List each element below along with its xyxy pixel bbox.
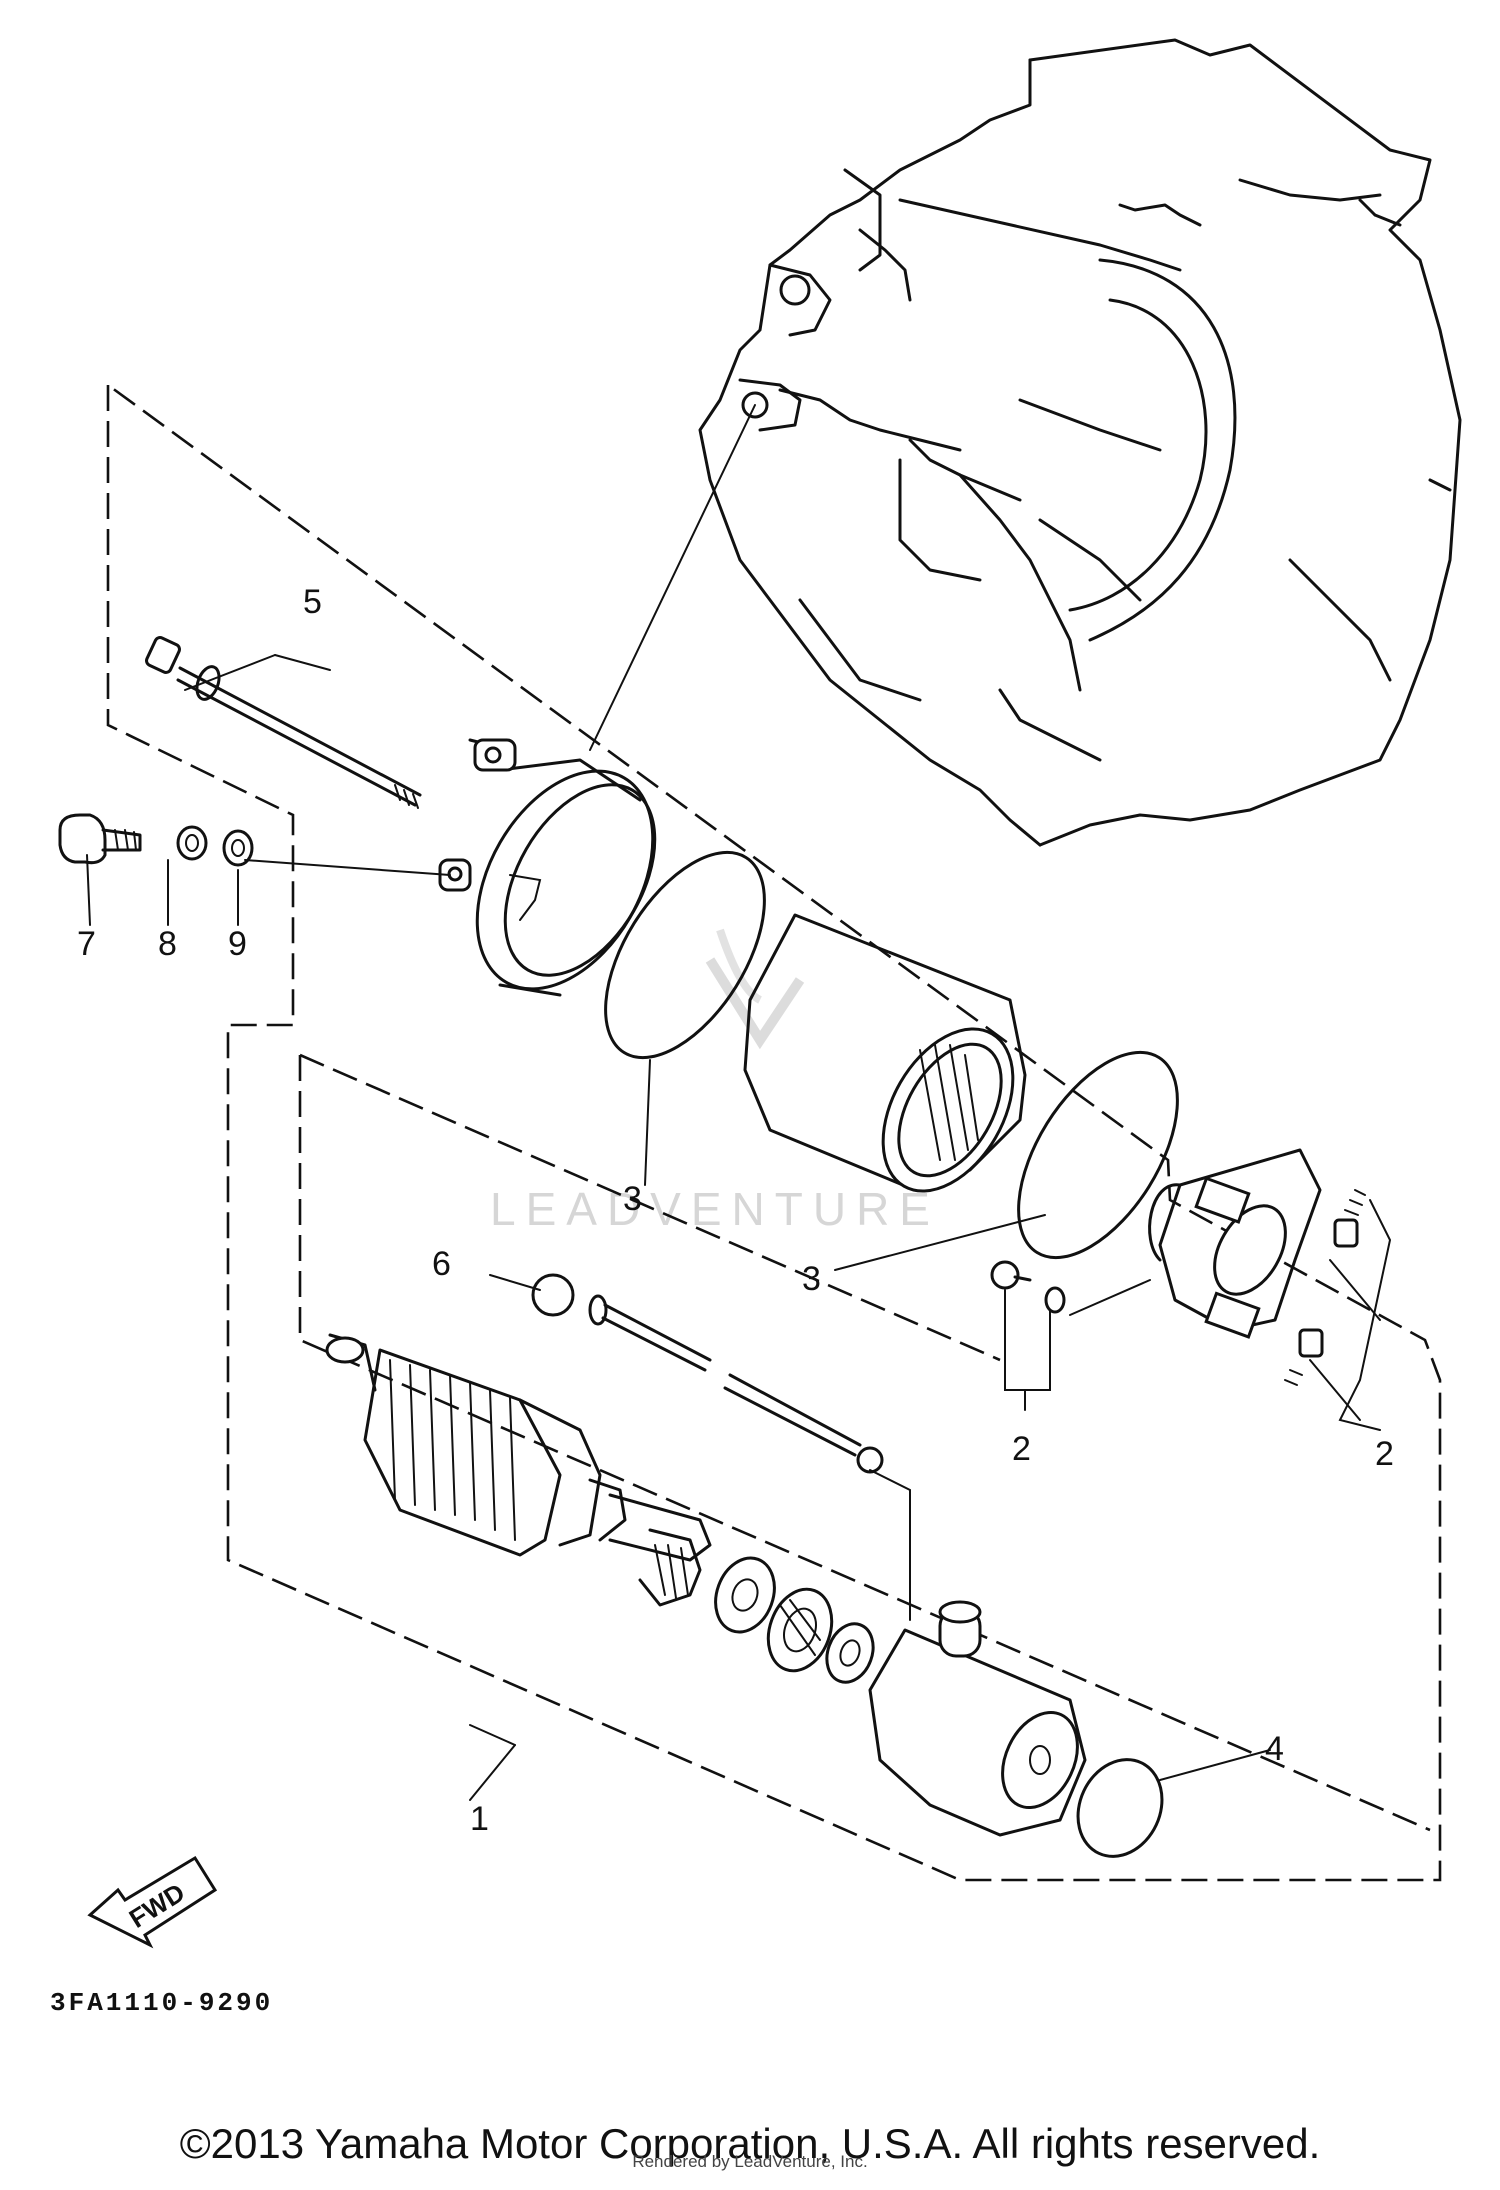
callout-1: 1 — [470, 1800, 489, 1838]
callout-6: 6 — [432, 1245, 451, 1283]
bolt-part-7 — [58, 813, 142, 865]
lead-wire — [723, 1373, 884, 1474]
o-ring-part-3-upper — [604, 850, 766, 1060]
front-bracket — [868, 1600, 1087, 1837]
washer-part-9 — [222, 829, 254, 867]
callout-8: 8 — [158, 925, 177, 963]
callout-3-lower: 3 — [802, 1260, 821, 1298]
callout-numbers: 5 7 8 9 3 3 6 2 2 4 1 — [77, 583, 1394, 1838]
callout-9: 9 — [228, 925, 247, 963]
callout-2-left: 2 — [1012, 1430, 1031, 1468]
o-ring-part-3-lower — [1017, 1050, 1179, 1260]
callout-7: 7 — [77, 925, 96, 963]
diagram-code: 3FA1110-9290 — [50, 1988, 273, 2018]
screw-part-2 — [990, 1260, 1066, 1314]
motor-yoke — [743, 913, 1027, 1193]
brush-holder — [1148, 1148, 1366, 1386]
bearing-and-washers — [714, 1556, 875, 1684]
copyright-notice: ©2013 Yamaha Motor Corporation, U.S.A. A… — [179, 2120, 1321, 2167]
armature — [325, 1333, 712, 1607]
callout-5: 5 — [303, 583, 322, 621]
callout-3-upper: 3 — [623, 1180, 642, 1218]
leader-lines — [86, 404, 1392, 1801]
assembly-outline — [106, 383, 1442, 1882]
rendered-by-notice: Rendered by LeadVenture, Inc. — [632, 2152, 868, 2171]
front-cover — [438, 738, 657, 997]
leadventure-watermark: LEADVENTURE — [490, 928, 940, 1235]
lock-washer-part-8 — [176, 825, 208, 861]
fwd-arrow-icon: FWD — [87, 1855, 218, 1949]
bolt-part-6 — [531, 1273, 712, 1372]
watermark-text: LEADVENTURE — [490, 1183, 940, 1235]
callout-2-right: 2 — [1375, 1435, 1394, 1473]
crankcase — [698, 38, 1462, 847]
o-ring-part-4 — [1076, 1758, 1164, 1858]
callout-4: 4 — [1265, 1730, 1284, 1768]
long-bolt-part-5 — [145, 636, 422, 809]
